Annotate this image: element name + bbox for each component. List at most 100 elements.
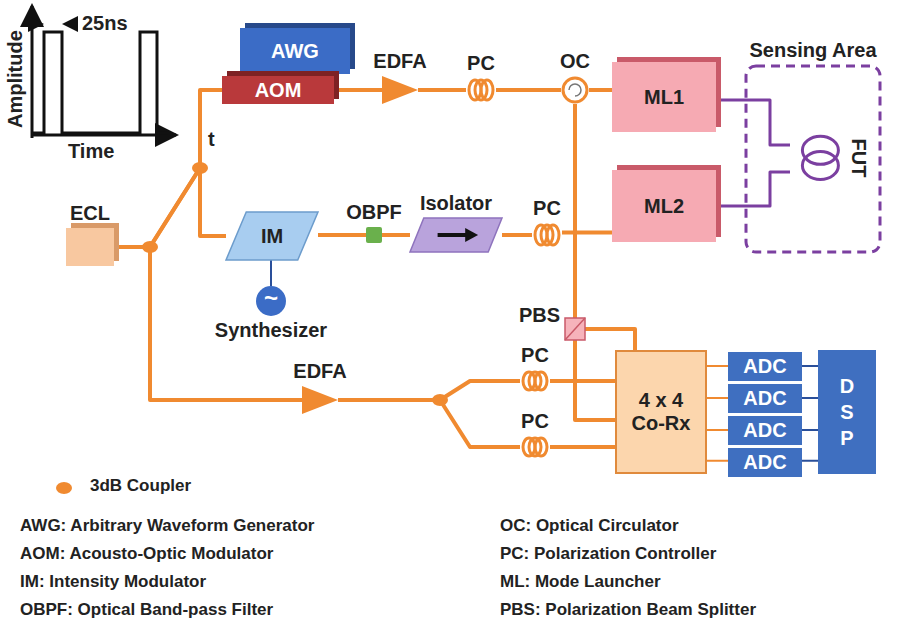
node-outline (366, 227, 382, 243)
abbreviation-note: OC: Optical Circulator (500, 516, 679, 536)
abbreviation-note: PC: Polarization Controller (500, 544, 716, 564)
fiber-connector (716, 100, 790, 145)
laser-box: ECL (66, 228, 114, 266)
adc-box: ADC (728, 384, 802, 413)
synthesizer-circle: ~Synthesizer (256, 286, 286, 316)
fiber-connector (318, 233, 366, 237)
node-outline (532, 223, 562, 247)
component-label: OBPF (346, 201, 402, 224)
axis-label: Amplitude (4, 30, 27, 128)
fiber-connector (550, 445, 615, 449)
fiber-connector (114, 168, 226, 247)
node-label: DSP (837, 373, 857, 451)
node-label: ADC (743, 387, 786, 410)
sensing-area: Sensing AreaFUT (744, 64, 882, 254)
abbreviation-note: PBS: Polarization Beam Splitter (500, 600, 756, 620)
node-outline (565, 318, 585, 340)
polarization-controller: PC (520, 436, 550, 458)
node-outline (302, 386, 338, 414)
modulator-box: IM (226, 212, 318, 260)
fiber-connector (418, 88, 466, 92)
fiber-connector (802, 460, 818, 462)
node-label: ADC (743, 355, 786, 378)
node-label: AWG (271, 40, 319, 63)
fiber-connector (338, 381, 520, 400)
abbreviation-note: OBPF: Optical Band-pass Filter (20, 600, 273, 620)
abbreviation-note: AWG: Arbitrary Waveform Generator (20, 516, 314, 536)
component-label: OC (560, 50, 590, 73)
node-outline (520, 370, 550, 392)
coherent-receiver: 4 x 4 Co-Rx (615, 350, 707, 474)
abbreviation-note: IM: Intensity Modulator (20, 572, 206, 592)
filter-square: OBPF (366, 227, 382, 243)
adc-box: ADC (728, 352, 802, 381)
component-label: PBS (519, 304, 560, 327)
fiber-connector (802, 365, 818, 367)
node-label: AOM (255, 79, 302, 102)
node-outline (520, 436, 550, 458)
legend-label: 3dB Coupler (90, 476, 191, 496)
mode-launcher: ML1 (612, 62, 716, 132)
isolator-box: Isolator (410, 218, 502, 252)
awg-box: AWG (240, 28, 350, 74)
fiber-connector (707, 429, 728, 431)
adc-box: ADC (728, 416, 802, 445)
fiber-connector (550, 379, 615, 383)
mode-launcher: ML2 (612, 170, 716, 242)
aom-box: AOM (222, 76, 334, 104)
legend-swatch (56, 482, 72, 494)
fiber-connector (114, 90, 222, 247)
adc-box: ADC (728, 448, 802, 477)
component-label: PC (521, 410, 549, 433)
abbreviation-note: ML: Mode Launcher (500, 572, 661, 592)
node-label: ~ (264, 286, 278, 310)
fiber-connector (802, 429, 818, 431)
component-label: EDFA (293, 360, 346, 383)
fiber-connector (589, 88, 612, 92)
polarization-controller: PC (466, 78, 496, 102)
fiber-connector (802, 397, 818, 399)
circulator-symbol: OC (561, 76, 589, 104)
fiber-connector (562, 231, 612, 235)
fiber-under-test: FUT (790, 110, 870, 205)
abbreviation-note: AOM: Acousto-Optic Modulator (20, 544, 273, 564)
port-label: t (208, 128, 215, 151)
fiber-connector (716, 172, 790, 206)
coupler-dots (142, 162, 448, 406)
polarization-controller: PC (520, 370, 550, 392)
fiber-connector (585, 329, 635, 350)
fiber-connector (270, 260, 272, 286)
fiber-connector (707, 365, 728, 367)
fiber-connector (338, 400, 520, 447)
fiber-connector (707, 460, 728, 462)
component-label: ECL (70, 202, 110, 225)
component-label: EDFA (373, 50, 426, 73)
axis-label: Time (68, 140, 114, 163)
fiber-connector (496, 88, 561, 92)
node-outline (382, 76, 418, 104)
node-outline (410, 218, 502, 252)
fiber-connector (502, 233, 532, 237)
node-label: 4 x 4 Co-Rx (620, 389, 702, 435)
node-label: ADC (743, 451, 786, 474)
fiber-connector (334, 88, 382, 92)
node-outline (466, 78, 496, 102)
beam-splitter: PBS (565, 318, 585, 340)
component-label: PC (467, 52, 495, 75)
fiber-connector (573, 104, 577, 318)
dsp-box: DSP (818, 350, 876, 474)
component-label: PC (521, 344, 549, 367)
node-label: IM (261, 225, 283, 248)
component-label: Synthesizer (215, 319, 327, 342)
component-label: FUT (847, 138, 870, 177)
amplifier-triangle: EDFA (382, 76, 418, 104)
component-label: Sensing Area (744, 39, 882, 62)
node-label: ML2 (644, 195, 684, 218)
node-label: ML1 (644, 86, 684, 109)
fiber-connector (707, 397, 728, 399)
pulse-width: 25ns (82, 12, 128, 35)
node-outline (561, 76, 589, 104)
